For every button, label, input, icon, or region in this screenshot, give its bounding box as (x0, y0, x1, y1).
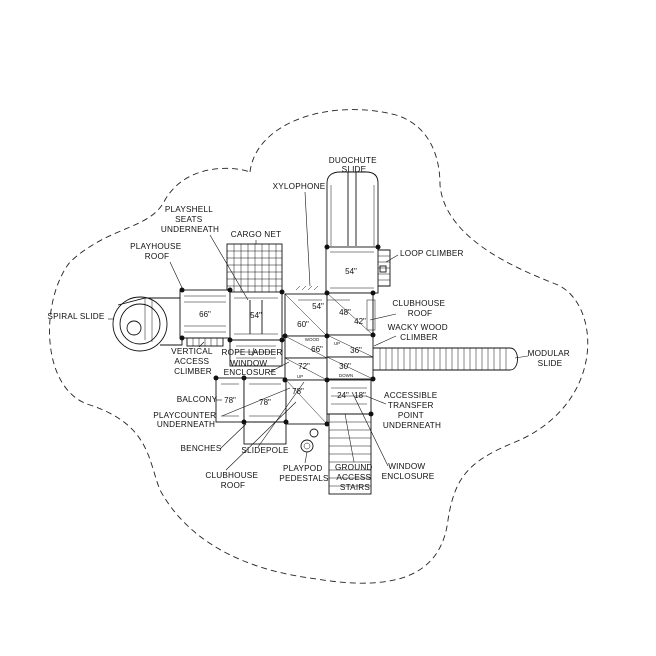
tiny-up-2: UP (297, 374, 303, 379)
dim-78-small: 78" (292, 387, 304, 396)
dim-24: 24" (337, 391, 349, 400)
label-spiral-slide: SPIRAL SLIDE (47, 312, 104, 321)
dim-54-top: 54" (345, 267, 357, 276)
cargo-net-drawing (226, 243, 283, 295)
dim-36: 36" (350, 346, 362, 355)
deck-mid (229, 291, 283, 341)
label-loop-climber: LOOP CLIMBER (400, 249, 464, 258)
tiny-up-1: UP (334, 341, 340, 346)
clubhouse-deck (243, 377, 287, 423)
dim-66-left: 66" (199, 310, 211, 319)
label-slidepole: SLIDEPOLE (241, 446, 289, 455)
spiral-slide-drawing (112, 296, 183, 352)
dim-66-center: 66" (311, 345, 323, 354)
dim-30: 30" (339, 362, 351, 371)
label-xylophone: XYLOPHONE (273, 182, 326, 191)
deck-playhouse (179, 289, 231, 339)
dim-18: 18" (354, 391, 366, 400)
dim-54-center: 54" (312, 302, 324, 311)
label-playhouse-roof: PLAYHOUSE ROOF (130, 242, 184, 261)
playpod-1 (300, 439, 314, 453)
dim-78-balcony: 78" (224, 396, 236, 405)
label-clubhouse-roof-right: CLUBHOUSE ROOF (392, 299, 447, 318)
label-playshell-seats: PLAYSHELL SEATS UNDERNEATH (161, 205, 219, 234)
leader-lines (108, 191, 529, 471)
label-wacky-wood-climber: WACKY WOOD CLIMBER (388, 323, 451, 342)
duochute-slide-drawing (326, 171, 379, 248)
label-clubhouse-roof-bottom: CLUBHOUSE ROOF (205, 471, 260, 490)
use-zone-boundary (49, 109, 589, 584)
loop-climber-drawing (378, 249, 391, 287)
rope-ladder-area (229, 339, 283, 367)
dim-60: 60" (297, 320, 309, 329)
label-window-enclosure-bottom: WINDOW ENCLOSURE (382, 462, 435, 481)
tiny-wood: WOOD (305, 337, 320, 342)
deck-24 (326, 379, 372, 415)
label-ground-access-stairs: GROUND ACCESS STAIRS (335, 463, 375, 492)
ground-access-stairs-drawing (328, 413, 372, 495)
dim-48: 48" (339, 308, 351, 317)
dim-78-clubhouse: 78" (259, 398, 271, 407)
label-accessible-transfer-point: ACCESSIBLE TRANSFER POINT UNDERNEATH (383, 391, 441, 430)
label-rope-ladder: ROPE LADDER (222, 348, 283, 357)
modular-slide-drawing (373, 347, 518, 371)
xylophone-shape (295, 285, 319, 291)
label-cargo-net: CARGO NET (231, 230, 281, 239)
tiny-down: DOWN (339, 373, 353, 378)
label-vertical-access-climber: VERTICAL ACCESS CLIMBER (171, 347, 215, 376)
posts (179, 244, 381, 427)
label-benches: BENCHES (181, 444, 222, 453)
bench-shape (243, 421, 287, 445)
label-playpod-pedestals: PLAYPOD PEDESTALS (279, 464, 329, 483)
label-balcony: BALCONY (177, 395, 218, 404)
dim-42: 42" (354, 317, 366, 326)
label-duochute-slide: DUOCHUTE SLIDE (329, 156, 379, 174)
label-modular-slide: MODULAR SLIDE (528, 349, 573, 368)
label-window-enclosure-top: WINDOW ENCLOSURE (224, 359, 277, 377)
label-playcounter: PLAYCOUNTER UNDERNEATH (153, 411, 219, 429)
playpod-2 (309, 428, 319, 438)
dim-54-mid: 54" (250, 311, 262, 320)
dim-72: 72" (298, 362, 310, 371)
